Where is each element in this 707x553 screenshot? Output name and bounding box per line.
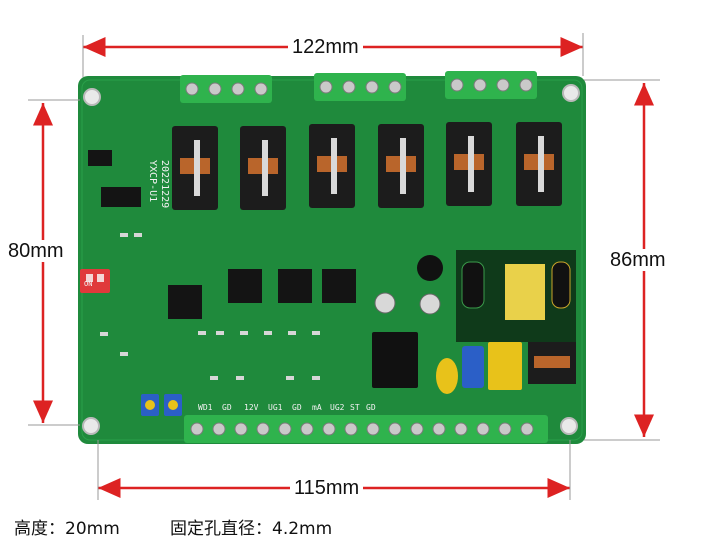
silkscreen: YXCP-U1 20221229 ON WD1 GD 12V UG1 GD mA… [84,160,376,412]
terminal-label-5: GD [292,403,302,412]
mounting-holes [82,84,580,435]
dimension-height-left: 80mm [4,240,68,262]
power-transformer [505,264,545,320]
caption-board-height: 高度：20mm [14,519,120,539]
dimension-width-bottom: 115mm [290,477,364,499]
dip-switch-label: ON [84,280,92,288]
bottom-terminal-strip [184,415,548,443]
terminal-screws [190,422,534,436]
extension-lines [28,33,660,500]
dimension-width-top: 122mm [288,36,363,58]
terminal-label-1: WD1 [198,403,213,412]
capacitor-yellow [436,358,458,394]
terminal-label-9: GD [366,403,376,412]
inductor [417,255,443,281]
ic-chips [88,150,356,319]
relay [372,332,418,388]
terminal-label-4: UG1 [268,403,283,412]
potentiometers [141,394,182,416]
board-model: YXCP-U1 [147,160,158,202]
terminal-label-7: UG2 [330,403,345,412]
terminal-label-2: GD [222,403,232,412]
top-terminal-blocks [180,71,537,103]
terminal-label-8: ST [350,403,360,412]
caption-mount-hole: 固定孔直径：4.2mm [170,519,333,539]
terminal-label-6: mA [312,403,322,412]
board-date-code: 20221229 [159,160,170,208]
terminal-label-3: 12V [244,403,259,412]
dimension-height-right: 86mm [606,249,670,271]
